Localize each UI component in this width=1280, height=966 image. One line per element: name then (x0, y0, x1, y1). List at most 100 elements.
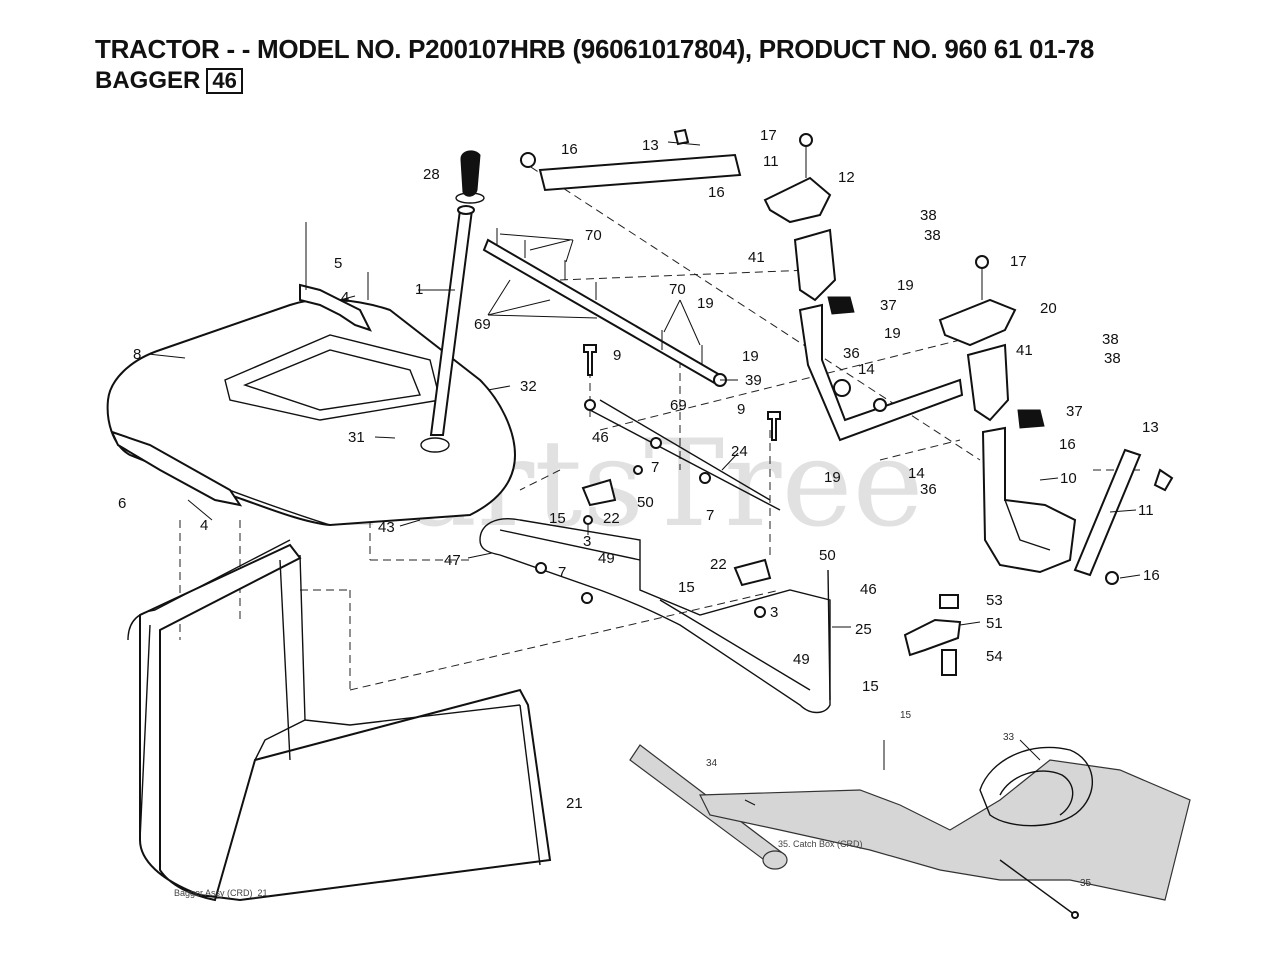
callout-19: 19 (897, 277, 914, 294)
callout-50: 50 (637, 494, 654, 511)
callout-8: 8 (133, 346, 141, 363)
callout-37: 37 (880, 297, 897, 314)
diagram-title: TRACTOR - - MODEL NO. P200107HRB (960610… (95, 34, 1095, 64)
callout-39: 39 (745, 372, 762, 389)
section-number-box: 46 (206, 68, 243, 94)
callout-3: 3 (583, 533, 591, 550)
callout-10: 10 (1060, 470, 1077, 487)
callout-19: 19 (884, 325, 901, 342)
callout-1: 1 (415, 281, 423, 298)
callout-35: 35 (1080, 878, 1092, 889)
callout-41: 41 (748, 249, 765, 266)
callout-37: 37 (1066, 403, 1083, 420)
callout-49: 49 (793, 651, 810, 668)
bagger-arm-right-part (981, 426, 1077, 574)
inset-catch-box-parts (629, 739, 1191, 919)
lid-handle-side-part (110, 430, 243, 507)
callout-46: 46 (860, 581, 877, 598)
callout-50: 50 (819, 547, 836, 564)
callout-17: 17 (760, 127, 777, 144)
callout-20: 20 (1040, 300, 1057, 317)
callout-25: 25 (855, 621, 872, 638)
callout-46: 46 (592, 429, 609, 446)
bagger-arm-left-part (798, 303, 964, 442)
callout-16: 16 (1059, 436, 1076, 453)
callout-22: 22 (603, 510, 620, 527)
bagger-tube-part (429, 150, 485, 436)
catcher-bag-part (127, 539, 552, 902)
callout-14: 14 (908, 465, 925, 482)
callout-19: 19 (824, 469, 841, 486)
callout-9: 9 (737, 401, 745, 418)
side-strap-11-part (1073, 448, 1174, 585)
mount-bracket-12-part (763, 133, 832, 224)
support-bracket-41-right-part (966, 343, 1045, 429)
callout-15: 15 (549, 510, 566, 527)
lid-handle-top-part (299, 222, 372, 332)
callout-4: 4 (200, 517, 208, 534)
bolts-9 (583, 344, 781, 441)
callout-38: 38 (920, 207, 937, 224)
callout-38: 38 (1102, 331, 1119, 348)
callout-4: 4 (341, 289, 349, 306)
callout-24: 24 (731, 443, 748, 460)
callout-32: 32 (520, 378, 537, 395)
callout-70: 70 (669, 281, 686, 298)
callout-49: 49 (598, 550, 615, 567)
callout-7: 7 (706, 507, 714, 524)
callout-numbers: 1 3 3 4 4 5 6 7 7 7 8 9 9 10 11 11 12 13… (118, 127, 1160, 889)
callout-15: 15 (862, 678, 879, 695)
callout-41: 41 (1016, 342, 1033, 359)
callout-15: 15 (900, 710, 912, 721)
callout-33: 33 (1003, 732, 1015, 743)
pivot-bar-part (482, 228, 727, 387)
callout-38: 38 (924, 227, 941, 244)
callout-12: 12 (838, 169, 855, 186)
callout-53: 53 (986, 592, 1003, 609)
callout-5: 5 (334, 255, 342, 272)
callout-19: 19 (697, 295, 714, 312)
callout-21: 21 (566, 795, 583, 812)
callout-34: 34 (706, 758, 718, 769)
callout-11: 11 (763, 153, 779, 170)
frame-fasteners (535, 437, 772, 618)
callout-38: 38 (1104, 350, 1121, 367)
callout-28: 28 (423, 166, 440, 183)
callout-43: 43 (378, 519, 395, 536)
mount-bracket-20-part (938, 255, 1017, 347)
callout-7: 7 (651, 459, 659, 476)
callout-70: 70 (585, 227, 602, 244)
callout-69: 69 (474, 316, 491, 333)
rod-25-part (827, 569, 831, 701)
section-name: BAGGER (95, 67, 201, 94)
callout-36: 36 (843, 345, 860, 362)
diagram-header: TRACTOR - - MODEL NO. P200107HRB (960610… (95, 34, 1094, 96)
callout-16: 16 (1143, 567, 1160, 584)
callout-11: 11 (1138, 502, 1154, 519)
callout-15: 15 (678, 579, 695, 596)
callout-9: 9 (613, 347, 621, 364)
callout-3: 3 (770, 604, 778, 621)
callout-6: 6 (118, 495, 126, 512)
callout-16: 16 (708, 184, 725, 201)
callout-47: 47 (444, 552, 461, 569)
figure-caption: Bagger Assy (CRD)_21 (174, 888, 268, 898)
callout-17: 17 (1010, 253, 1027, 270)
latch-assembly-part (903, 594, 962, 676)
callout-14: 14 (858, 361, 875, 378)
callout-19: 19 (742, 348, 759, 365)
callout-13: 13 (1142, 419, 1159, 436)
inset-label: 35. Catch Box (CRD) (778, 839, 863, 849)
upper-support-strap-part (520, 128, 742, 192)
callout-54: 54 (986, 648, 1003, 665)
callout-36: 36 (920, 481, 937, 498)
callout-69: 69 (670, 397, 687, 414)
callout-31: 31 (348, 429, 365, 446)
support-bracket-41-left-part (793, 228, 855, 315)
bagger-frame-part (479, 399, 831, 714)
callout-16: 16 (561, 141, 578, 158)
callout-7: 7 (558, 564, 566, 581)
callout-leaders (147, 289, 1141, 806)
